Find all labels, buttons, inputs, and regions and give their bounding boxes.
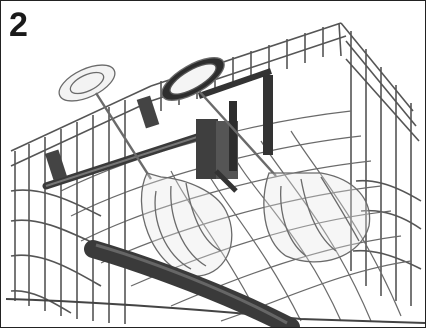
basket-right-wall — [341, 23, 421, 306]
basket-left-wall — [11, 86, 151, 324]
